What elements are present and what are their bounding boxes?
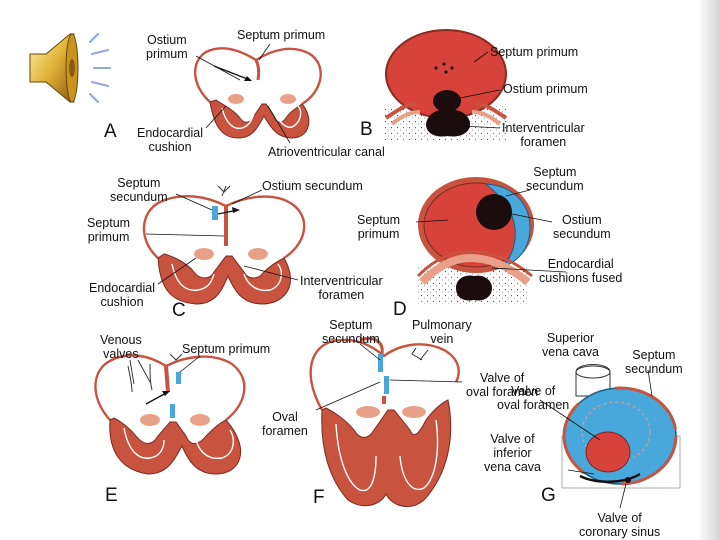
speaker-icon[interactable]	[24, 26, 114, 108]
label-c-iv-foramen: Interventricular foramen	[300, 274, 383, 302]
label-e-venous-valves: Venous valves	[100, 333, 142, 361]
panel-b-letter: B	[360, 119, 373, 140]
label-f-oval-foramen: Oval foramen	[262, 410, 308, 438]
panel-d-ostium-secundum	[476, 194, 512, 230]
panel-g-drawing	[539, 364, 681, 509]
panel-c-ventricle	[157, 253, 291, 305]
panel-a-letter: A	[104, 121, 117, 142]
label-f-pulmonary-vein: Pulmonary vein	[412, 318, 472, 346]
panel-c-letter: C	[172, 300, 186, 321]
panel-f-drawing	[309, 337, 463, 508]
label-d-septum-primum: Septum primum	[357, 213, 401, 241]
label-c-endocardial-cushion: Endocardial cushion	[89, 281, 156, 309]
label-g-valve-coronary-sinus: Valve of coronary sinus	[579, 511, 661, 539]
label-b-ostium-primum: Ostium primum	[503, 82, 588, 96]
label-c-septum-primum: Septum primum	[87, 216, 131, 244]
panel-e-letter: E	[105, 485, 118, 506]
label-a-septum-primum: Septum primum	[237, 28, 326, 42]
panel-f-septum-secundum	[378, 354, 383, 372]
label-c-septum-secundum: Septum secundum	[110, 176, 168, 204]
panel-b-drawing	[384, 29, 508, 140]
panel-a-cushion-left	[228, 94, 244, 104]
panel-c-drawing	[142, 185, 306, 305]
panel-f-ventricle	[321, 399, 452, 508]
panel-g-letter: G	[541, 485, 556, 506]
label-a-endocardial-cushion: Endocardial cushion	[137, 126, 204, 154]
label-g-valve-oval-foramen: Valve of oval foramen	[497, 384, 570, 412]
panel-d-letter: D	[393, 299, 407, 320]
panel-e-drawing	[94, 353, 246, 475]
label-g-svc: Superior vena cava	[542, 331, 599, 359]
panel-d-drawing	[415, 177, 567, 304]
panel-b-ostium-primum	[433, 90, 461, 112]
panel-a-septum-primum	[254, 59, 261, 81]
label-g-valve-ivc: Valve of inferior vena cava	[484, 432, 541, 474]
panel-a-ventricle	[209, 99, 310, 139]
panel-b-iv-foramen	[426, 109, 470, 137]
label-a-av-canal: Atrioventricular canal	[268, 145, 385, 159]
label-b-septum-primum: Septum primum	[490, 45, 579, 59]
panel-a-ventricle-inner	[221, 105, 302, 130]
label-f-septum-secundum: Septum secundum	[322, 318, 380, 346]
label-d-septum-secundum: Septum secundum	[526, 165, 584, 193]
panel-c-septum-secundum	[212, 206, 218, 220]
label-d-ostium-secundum: Ostium secundum	[553, 213, 611, 241]
panel-a-cushion-right	[280, 94, 296, 104]
panel-d-foramen	[456, 275, 492, 301]
panel-e-ventricle	[109, 417, 242, 475]
label-a-ostium-primum: Ostium primum	[146, 33, 188, 61]
panel-a-drawing	[193, 43, 322, 144]
panel-f-letter: F	[313, 487, 325, 508]
label-g-septum-secundum: Septum secundum	[625, 348, 683, 376]
label-c-ostium-secundum: Ostium secundum	[262, 179, 363, 193]
panel-e-atrium-wall	[94, 354, 246, 421]
label-e-septum-primum: Septum primum	[182, 342, 271, 356]
page-edge-shadow	[698, 0, 720, 540]
label-b-iv-foramen: Interventricular foramen	[502, 121, 585, 149]
label-d-cushions-fused: Endocardial cushions fused	[539, 257, 623, 285]
panel-g-oval-foramen-valve	[585, 431, 631, 473]
panel-f-atrium-wall	[309, 338, 460, 411]
label-f-valve-oval-foramen: Valve of oval foramen	[466, 371, 539, 399]
